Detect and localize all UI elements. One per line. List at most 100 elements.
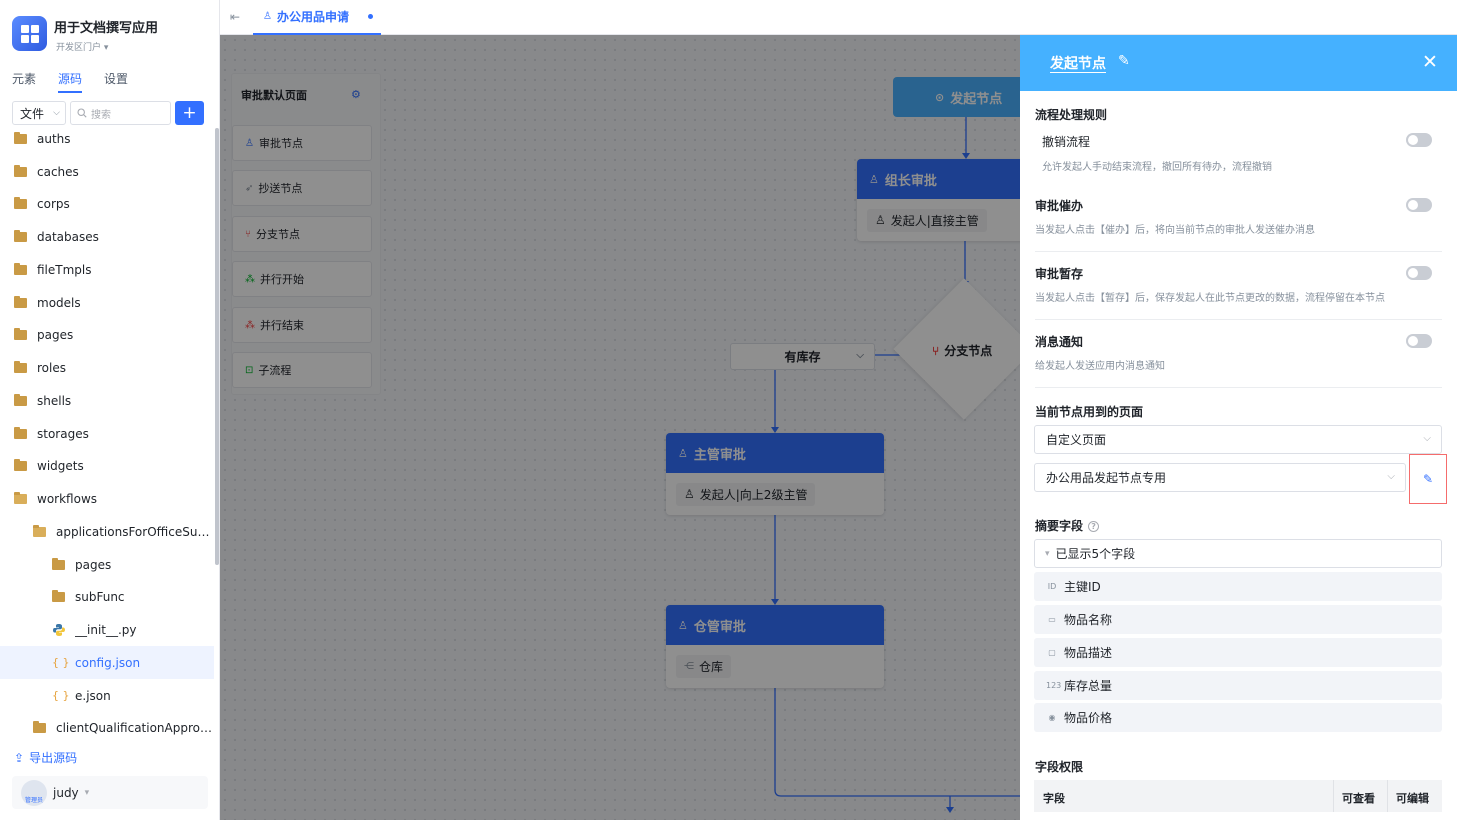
col-edit: 可编辑 bbox=[1396, 792, 1429, 805]
tree-scrollbar[interactable] bbox=[215, 128, 219, 565]
col-field: 字段 bbox=[1043, 792, 1065, 805]
tree-item[interactable]: auths bbox=[0, 122, 214, 155]
tree-item[interactable]: applicationsForOfficeSupp··· bbox=[0, 515, 214, 548]
folder-icon bbox=[14, 164, 27, 177]
tree-item[interactable]: { }e.json bbox=[52, 688, 111, 703]
option-desc: 当发起人点击【催办】后，将向当前节点的审批人发送催办消息 bbox=[1035, 225, 1315, 236]
palette-item-parallel-start[interactable]: ⁂并行开始 bbox=[232, 261, 372, 297]
tab-settings[interactable]: 设置 bbox=[104, 72, 129, 86]
user-menu[interactable]: 管理员 judy ▾ bbox=[12, 776, 208, 809]
tree-item[interactable]: roles bbox=[0, 351, 214, 384]
edit-title-icon[interactable]: ✎ bbox=[1118, 53, 1130, 69]
close-icon[interactable]: ✕ bbox=[1422, 51, 1438, 73]
folder-icon bbox=[14, 295, 27, 308]
branch-condition-select[interactable]: 有库存⌵ bbox=[730, 343, 875, 370]
tree-item[interactable]: fileTmpls bbox=[0, 253, 214, 286]
editor-tabbar: ⇤ ♙ 办公用品申请 bbox=[220, 0, 1457, 35]
tree-item[interactable]: databases bbox=[0, 220, 214, 253]
tree-item[interactable]: pages bbox=[0, 548, 214, 581]
branch-node-label: ⑂分支节点 bbox=[932, 343, 993, 359]
id-field-icon: ID bbox=[1047, 582, 1057, 591]
toggle-urge[interactable] bbox=[1406, 198, 1432, 212]
page-name-select[interactable]: 办公用品发起节点专用⌵ bbox=[1034, 463, 1406, 492]
summary-fields-toggle[interactable]: ▾已显示5个字段 bbox=[1034, 539, 1442, 568]
folder-icon bbox=[14, 196, 27, 209]
app-header: 用于文档撰写应用 开发区门户 ▾ bbox=[12, 14, 212, 56]
folder-icon bbox=[14, 327, 27, 340]
flow-node-manager[interactable]: ♙主管审批 ♙发起人|向上2级主管 bbox=[666, 433, 884, 515]
flow-start-node[interactable]: ⊙发起节点 bbox=[893, 77, 1033, 117]
play-icon: ⊙ bbox=[935, 90, 945, 104]
tree-item[interactable]: subFunc bbox=[0, 580, 214, 613]
portal-switcher[interactable]: 开发区门户 ▾ bbox=[56, 43, 109, 53]
flow-node-team-lead[interactable]: ♙组长审批 ♙发起人|直接主管 bbox=[857, 159, 1037, 241]
approval-icon: ♙ bbox=[263, 11, 272, 22]
page-type-select[interactable]: 自定义页面⌵ bbox=[1034, 425, 1442, 454]
palette-item-branch[interactable]: ⑂分支节点 bbox=[232, 216, 372, 252]
option-label: 消息通知 bbox=[1035, 335, 1084, 349]
sidebar: 用于文档撰写应用 开发区门户 ▾ 元素 源码 设置 文件⌵ 搜索 + auths… bbox=[0, 0, 220, 820]
tab-office-supplies[interactable]: ♙ 办公用品申请 bbox=[253, 0, 381, 35]
gear-icon[interactable]: ⚙ bbox=[351, 88, 361, 101]
tab-source[interactable]: 源码 bbox=[58, 70, 83, 93]
palette-item-approval[interactable]: ♙审批节点 bbox=[232, 125, 372, 161]
folder-icon bbox=[14, 393, 27, 406]
collapse-sidebar-icon[interactable]: ⇤ bbox=[230, 10, 241, 24]
python-file-icon bbox=[53, 623, 65, 636]
export-source-button[interactable]: ⇪导出源码 bbox=[14, 750, 78, 766]
option-desc: 当发起人点击【暂存】后，保存发起人在此节点更改的数据，流程停留在本节点 bbox=[1035, 293, 1385, 304]
help-icon[interactable]: ? bbox=[1088, 521, 1100, 532]
edit-page-button[interactable]: ✎ bbox=[1409, 454, 1447, 504]
permissions-table-header: 字段 可查看 可编辑 bbox=[1034, 780, 1442, 812]
tab-elements[interactable]: 元素 bbox=[12, 72, 37, 86]
tree-item[interactable]: storages bbox=[0, 417, 214, 450]
folder-icon bbox=[14, 458, 27, 471]
summary-field[interactable]: ◉物品价格 bbox=[1034, 703, 1442, 732]
node-settings-panel: 发起节点 ✎ ✕ 流程处理规则 撤销流程 允许发起人手动结束流程，撤回所有待办，… bbox=[1020, 35, 1457, 820]
tree-item[interactable]: widgets bbox=[0, 449, 214, 482]
col-view: 可查看 bbox=[1342, 792, 1375, 805]
folder-icon bbox=[52, 589, 65, 602]
tree-item[interactable]: shells bbox=[0, 384, 214, 417]
toggle-save-draft[interactable] bbox=[1406, 266, 1432, 280]
file-search-input[interactable]: 搜索 bbox=[70, 101, 171, 125]
option-desc: 允许发起人手动结束流程，撤回所有待办，流程撤销 bbox=[1042, 162, 1272, 173]
tree-item[interactable]: clientQualificationApproval bbox=[0, 711, 214, 744]
folder-icon bbox=[14, 262, 27, 275]
flow-node-warehouse[interactable]: ♙仓管审批 ⋲仓库 bbox=[666, 605, 884, 688]
toggle-notify[interactable] bbox=[1406, 334, 1432, 348]
modal-overlay[interactable] bbox=[220, 35, 1020, 820]
palette-item-parallel-end[interactable]: ⁂并行结束 bbox=[232, 307, 372, 343]
add-file-button[interactable]: + bbox=[175, 101, 204, 125]
panel-header: 发起节点 ✎ ✕ bbox=[1020, 35, 1457, 91]
tree-item[interactable]: __init__.py bbox=[0, 613, 214, 646]
tree-item-selected[interactable]: { }config.json bbox=[0, 646, 214, 679]
approval-node-icon: ♙ bbox=[678, 446, 688, 460]
option-label: 审批催办 bbox=[1035, 199, 1084, 213]
folder-icon bbox=[14, 360, 27, 373]
section-summary: 摘要字段? bbox=[1035, 517, 1100, 534]
user-icon: ♙ bbox=[684, 487, 695, 501]
chevron-down-icon: ⌵ bbox=[1387, 471, 1395, 482]
avatar: 管理员 bbox=[21, 779, 47, 806]
toggle-withdraw[interactable] bbox=[1406, 133, 1432, 147]
palette-item-subprocess[interactable]: ⊡子流程 bbox=[232, 352, 372, 388]
file-type-select[interactable]: 文件⌵ bbox=[12, 101, 66, 125]
pencil-icon: ✎ bbox=[1422, 472, 1434, 486]
tree-item[interactable]: models bbox=[0, 286, 214, 319]
folder-open-icon bbox=[33, 524, 46, 537]
app-logo-icon bbox=[12, 16, 47, 51]
tree-item[interactable]: pages bbox=[0, 318, 214, 351]
tree-item[interactable]: corps bbox=[0, 187, 214, 220]
folder-icon bbox=[14, 426, 27, 439]
tree-item[interactable]: caches bbox=[0, 155, 214, 188]
option-desc: 给发起人发送应用内消息通知 bbox=[1035, 361, 1165, 372]
send-icon: ➶ bbox=[245, 182, 254, 194]
chevron-down-icon: ⌵ bbox=[53, 108, 60, 118]
summary-field[interactable]: ▭物品名称 bbox=[1034, 605, 1442, 634]
palette-item-cc[interactable]: ➶抄送节点 bbox=[232, 170, 372, 206]
summary-field[interactable]: ▢物品描述 bbox=[1034, 638, 1442, 667]
tree-item[interactable]: workflows bbox=[0, 482, 214, 515]
